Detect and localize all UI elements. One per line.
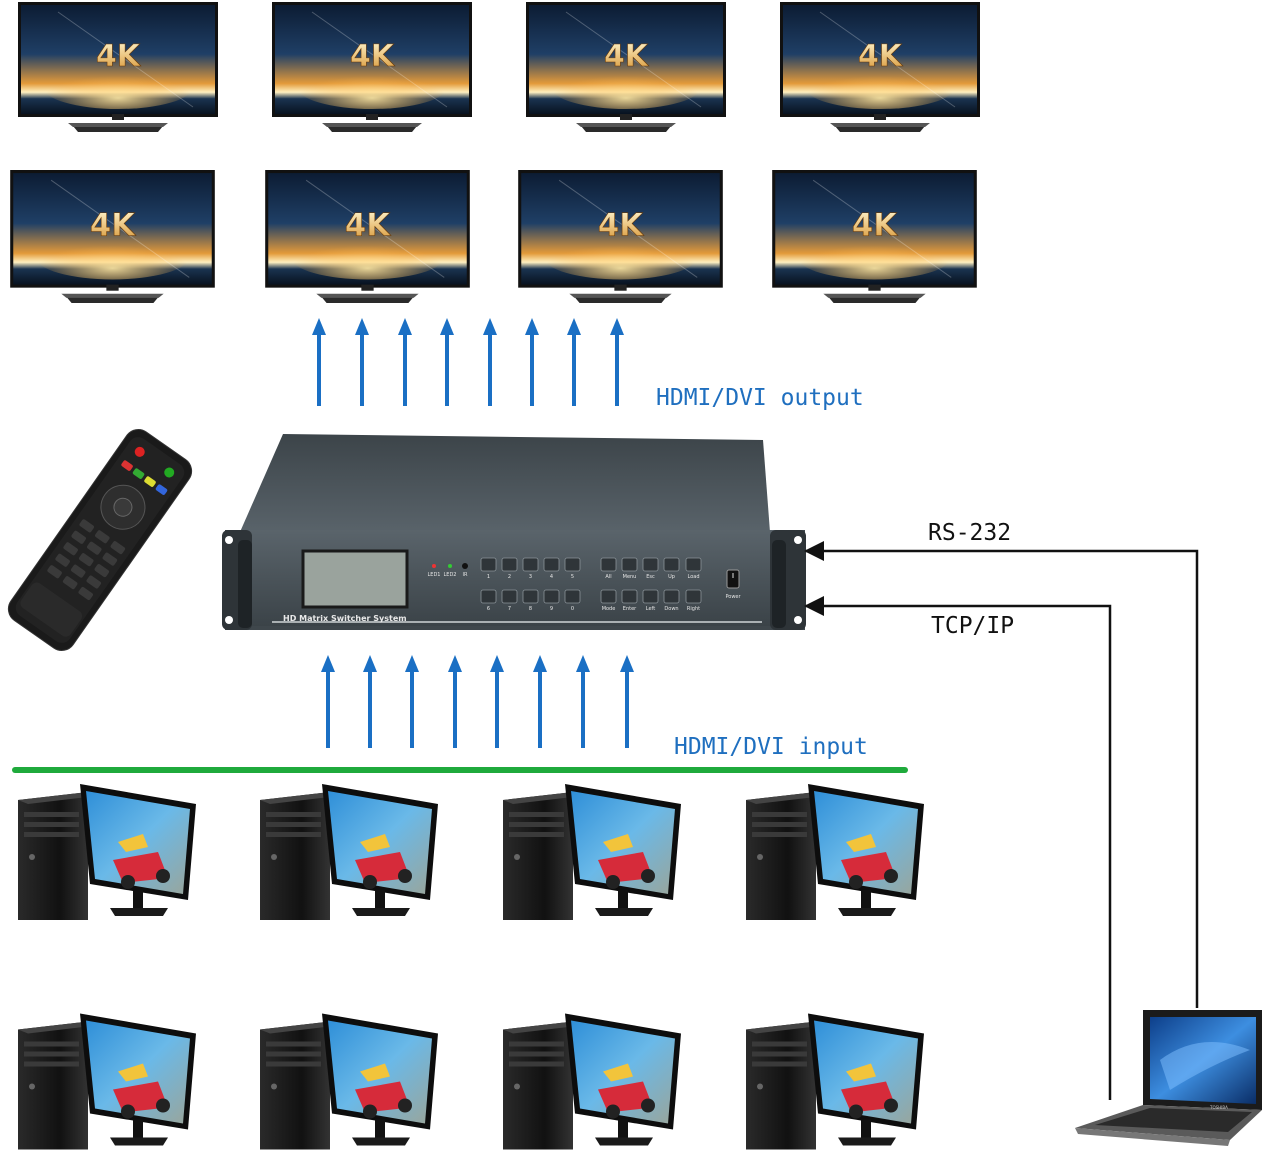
pc-tower-icon [18,784,196,920]
input-8-button[interactable] [522,589,539,604]
led2-indicator [448,564,452,568]
menu-button[interactable] [621,557,638,572]
up-arrow-head [525,318,539,335]
pc-tower-icon [18,1013,196,1150]
up-arrow-head [321,655,335,672]
up-arrow-head [312,318,326,335]
input-4-button-label: 4 [550,574,553,580]
pc-tower-icon [746,1013,924,1150]
matrix-switcher: LED1 LED2 IR 1 2 3 4 5 6 7 8 9 0 All Menu Esc Up LoadM… [222,434,806,630]
input-0-button[interactable] [564,589,581,604]
up-arrow-head [448,655,462,672]
up-arrow-head [398,318,412,335]
esc-button-label: Esc [646,574,655,580]
input-5-button-label: 5 [571,574,574,580]
input-6-button[interactable] [480,589,497,604]
lcd-screen [301,549,409,609]
tv-icon [526,2,726,132]
input-0-button-label: 0 [571,606,574,612]
down-button[interactable] [663,589,680,604]
led1-label: LED1 [428,572,441,578]
up-button[interactable] [663,557,680,572]
enter-button[interactable] [621,589,638,604]
input-2-button-label: 2 [508,574,511,580]
input-arrows [321,655,634,748]
pc-tower-icon [503,784,681,920]
tv-icon [772,170,977,303]
pc-tower-icon [260,1013,438,1150]
remote-control-icon [7,428,193,652]
all-button-label: All [605,574,611,580]
tv-icon [265,170,470,303]
input-sources [18,784,924,1150]
menu-button-label: Menu [623,574,637,580]
all-button[interactable] [600,557,617,572]
input-3-button-label: 3 [529,574,532,580]
right-button[interactable] [685,589,702,604]
pc-tower-icon [746,784,924,920]
output-displays [10,2,980,303]
tv-icon [518,170,723,303]
power-label: Power [725,594,741,600]
rs232-line [804,541,1199,1008]
input-3-button[interactable] [522,557,539,572]
device-name: HD Matrix Switcher System [283,614,407,623]
input-2-button[interactable] [501,557,518,572]
esc-button[interactable] [642,557,659,572]
tcpip-line [804,596,1112,1100]
up-arrow-head [576,655,590,672]
mode-button-label: Mode [602,606,616,612]
right-button-label: Right [687,606,700,612]
input-5-button[interactable] [564,557,581,572]
load-button[interactable] [685,557,702,572]
ir-label: IR [463,572,468,578]
tv-icon [272,2,472,132]
tcpip-label: TCP/IP [931,613,1014,639]
led1-indicator [432,564,436,568]
output-label: HDMI/DVI output [656,385,864,411]
input-6-button-label: 6 [487,606,490,612]
up-arrow-head [405,655,419,672]
input-9-button-label: 9 [550,606,553,612]
up-arrow-head [610,318,624,335]
down-button-label: Down [664,606,678,612]
pc-tower-icon [503,1013,681,1150]
laptop-icon: TOSHIBA [1075,1010,1262,1146]
tv-icon [780,2,980,132]
up-arrow-head [567,318,581,335]
up-arrow-head [620,655,634,672]
input-1-button[interactable] [480,557,497,572]
power-switch[interactable] [726,569,740,589]
pc-tower-icon [260,784,438,920]
up-arrow-head [355,318,369,335]
up-arrow-head [533,655,547,672]
input-7-button-label: 7 [508,606,511,612]
ir-sensor [462,563,468,569]
up-arrow-head [363,655,377,672]
input-9-button[interactable] [543,589,560,604]
up-arrow-head [490,655,504,672]
left-button-label: Left [646,606,655,612]
mode-button[interactable] [600,589,617,604]
rs232-label: RS-232 [928,520,1011,546]
enter-button-label: Enter [623,606,637,612]
input-1-button-label: 1 [487,574,490,580]
led2-label: LED2 [444,572,457,578]
tv-icon [18,2,218,132]
up-arrow-head [483,318,497,335]
left-button[interactable] [642,589,659,604]
up-button-label: Up [668,574,675,580]
load-button-label: Load [688,574,700,580]
up-arrow-head [440,318,454,335]
input-7-button[interactable] [501,589,518,604]
input-4-button[interactable] [543,557,560,572]
output-arrows [312,318,624,406]
input-8-button-label: 8 [529,606,532,612]
laptop-brand: TOSHIBA [1209,1105,1228,1110]
input-label: HDMI/DVI input [674,734,868,760]
tv-icon [10,170,215,303]
